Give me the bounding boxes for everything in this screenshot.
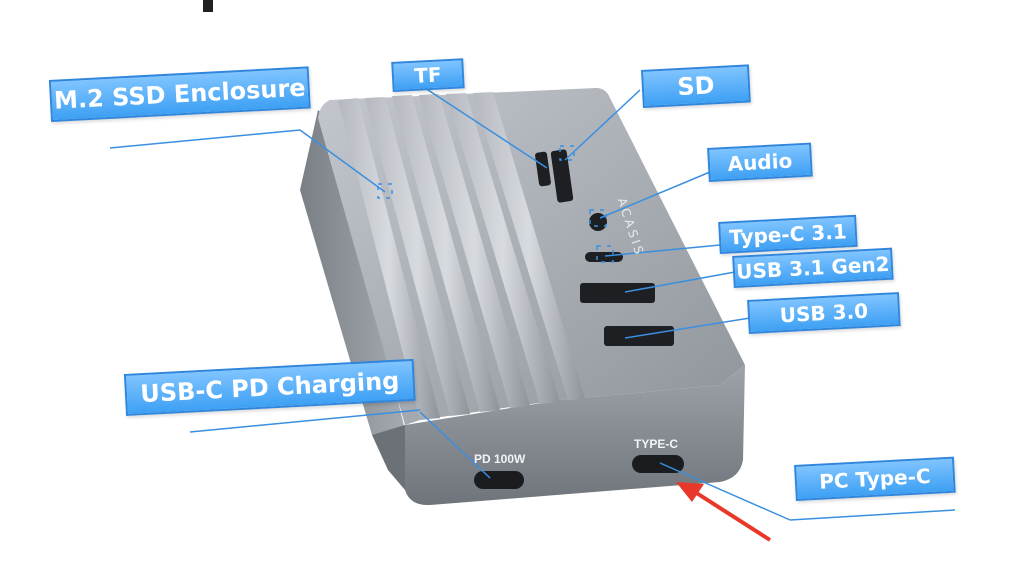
leader-lines xyxy=(109,87,956,521)
fin xyxy=(473,92,585,400)
focus-marker xyxy=(596,245,614,263)
focus-marker xyxy=(589,209,607,227)
typec31-port xyxy=(585,252,623,262)
arrow-shaft xyxy=(693,490,772,542)
leader-line xyxy=(564,89,641,161)
fin xyxy=(365,97,470,416)
leader-line xyxy=(424,87,548,169)
leader-line xyxy=(604,244,721,257)
pd100w-port xyxy=(474,471,524,489)
device-left-side xyxy=(300,110,405,435)
focus-marker xyxy=(377,183,393,199)
tf-slot xyxy=(535,151,551,187)
pd100w-label: PD 100W xyxy=(474,452,526,466)
device-corner xyxy=(372,425,405,490)
leader-line xyxy=(299,129,386,193)
arrow-head xyxy=(676,482,704,502)
callout-audio: Audio xyxy=(707,142,813,182)
fin xyxy=(419,94,530,408)
sd-slot xyxy=(550,149,574,203)
leader-line xyxy=(624,271,736,293)
red-arrow xyxy=(676,482,772,542)
focus-markers xyxy=(377,145,614,263)
leader-line xyxy=(109,129,301,149)
fin xyxy=(338,98,440,420)
typec-front-label: TYPE-C xyxy=(634,437,679,451)
leader-line xyxy=(789,509,956,521)
top-mark xyxy=(203,0,213,12)
fin xyxy=(446,93,560,404)
leader-line xyxy=(624,317,751,339)
usb31-port xyxy=(580,283,655,303)
leader-line xyxy=(419,411,491,479)
focus-marker xyxy=(559,145,575,161)
heatsink-fins xyxy=(338,92,585,420)
leader-line xyxy=(599,171,711,219)
fin xyxy=(392,95,500,412)
callout-sd: SD xyxy=(641,64,751,108)
leader-line xyxy=(659,462,791,521)
callout-tf: TF xyxy=(391,58,465,92)
leader-line xyxy=(189,409,421,433)
